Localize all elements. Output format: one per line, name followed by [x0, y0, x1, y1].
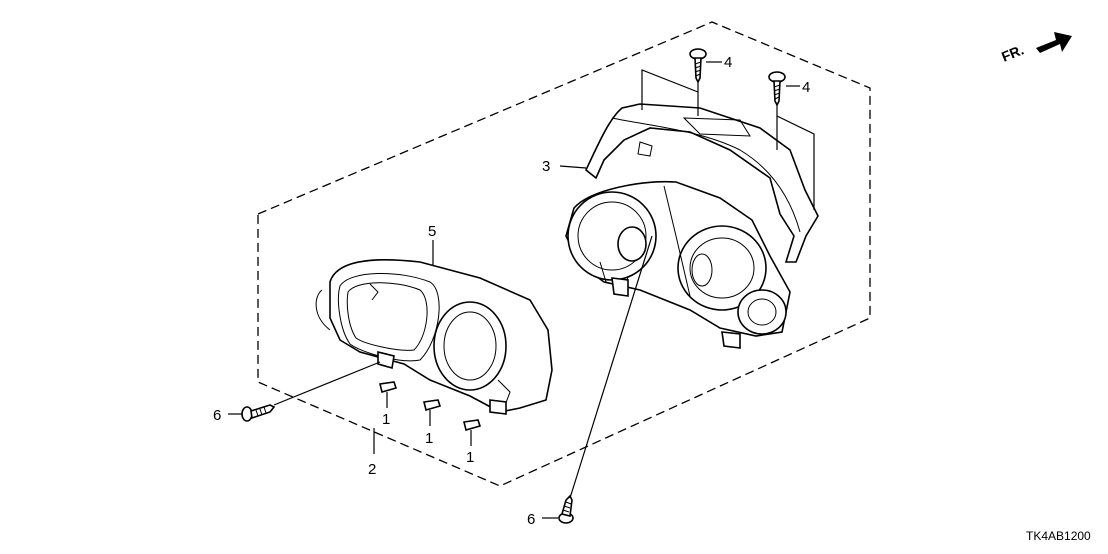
meter-visor: [585, 103, 819, 263]
front-direction-indicator: FR.: [999, 32, 1072, 65]
meter-assembly: [565, 180, 791, 349]
leader-lines: [228, 61, 815, 519]
callout-numbers: 4 4 3 5 6 6 1 1 1 2: [213, 54, 810, 528]
callout-2: 2: [368, 461, 376, 478]
screw-4b: [768, 71, 786, 107]
front-label: FR.: [999, 41, 1026, 64]
callout-1b: 1: [425, 430, 433, 447]
callout-4b: 4: [802, 79, 810, 96]
screw-6b: [558, 494, 574, 524]
callout-1c: 1: [466, 449, 474, 466]
clip-1a: [379, 381, 398, 393]
callout-4a: 4: [724, 54, 732, 71]
callout-5: 5: [428, 223, 436, 240]
callout-6a: 6: [213, 407, 221, 424]
drawing-code: TK4AB1200: [1026, 529, 1091, 543]
front-arrow-icon: [1036, 32, 1072, 53]
clip-1b: [423, 399, 442, 411]
callout-1a: 1: [382, 411, 390, 428]
screw-4a: [689, 48, 707, 84]
callout-3: 3: [542, 158, 550, 175]
meter-lens-garnish: [315, 259, 553, 415]
clip-parts: [379, 381, 482, 431]
screw-6a: [241, 404, 276, 422]
clip-1c: [463, 419, 482, 431]
callout-6b: 6: [527, 511, 535, 528]
assembly-boundary: [257, 21, 871, 487]
